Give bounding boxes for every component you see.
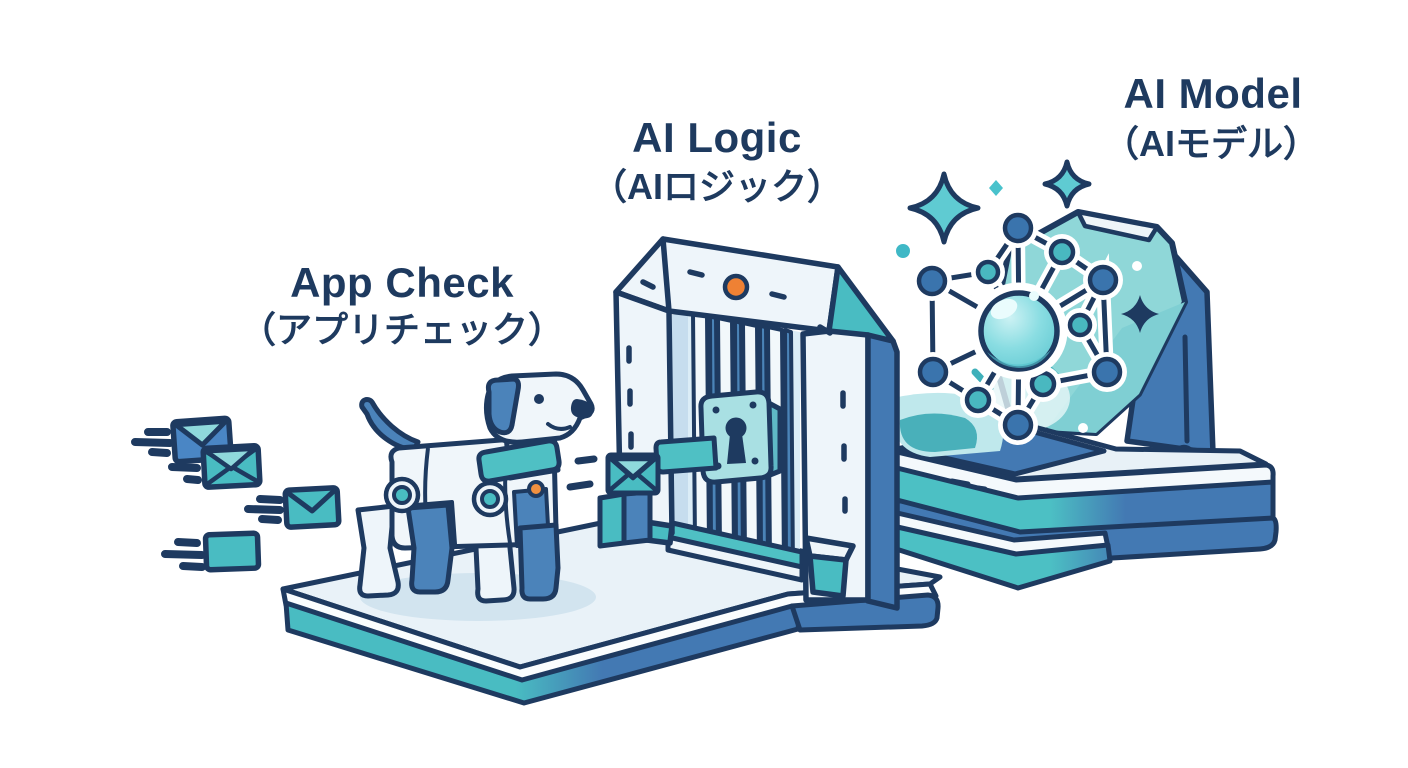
dog-leg	[517, 522, 561, 602]
gate-decorations	[626, 269, 848, 514]
ai-core-sphere-icon	[970, 282, 1068, 380]
ai-logic-subtitle: （AIロジック）	[591, 166, 843, 207]
envelope-icon	[605, 452, 661, 496]
panel-sparkle-icon	[1121, 295, 1159, 333]
gate-envelope	[566, 452, 661, 549]
sparkle-dot-icon	[989, 180, 1003, 196]
dog-smile	[546, 422, 572, 431]
sparkles	[896, 159, 1092, 258]
lock-latch	[653, 435, 719, 475]
network-nodes	[912, 208, 1127, 445]
gate-orange-dot	[722, 273, 750, 301]
sparkle-icon	[907, 171, 981, 245]
dog-leg	[405, 502, 455, 595]
dog-tail	[359, 397, 421, 453]
app-check-title: App Check	[290, 259, 514, 306]
message-box-icon	[202, 530, 262, 573]
robot-dog-icon	[355, 371, 595, 604]
speed-lines	[131, 428, 284, 571]
ai-model-pedestal	[890, 159, 1279, 591]
keyhole-lock-icon	[653, 389, 783, 485]
dog-leg	[355, 503, 401, 599]
dog-nose	[570, 399, 593, 419]
app-check-subtitle: （アプリチェック）	[240, 309, 564, 350]
message-envelopes	[131, 415, 342, 573]
dog-tag	[527, 480, 545, 498]
ai-logic-title: AI Logic	[632, 114, 802, 161]
pedestal-base	[890, 418, 1279, 591]
envelope-icon	[200, 443, 263, 490]
dog-ear	[485, 376, 521, 436]
dog-eye	[534, 394, 544, 404]
labels: App Check （アプリチェック） AI Logic （AIロジック） AI…	[240, 70, 1319, 350]
panel-top-bevel	[1075, 209, 1160, 243]
sparkle-dot-icon	[896, 244, 910, 258]
envelope-icon	[282, 485, 342, 530]
ai-model-title: AI Model	[1124, 70, 1303, 117]
security-gate	[613, 236, 900, 611]
dog-collar	[476, 438, 562, 484]
ai-model-subtitle: （AIモデル）	[1103, 123, 1319, 164]
sparkle-icon	[1042, 159, 1092, 209]
neural-network	[912, 208, 1127, 445]
